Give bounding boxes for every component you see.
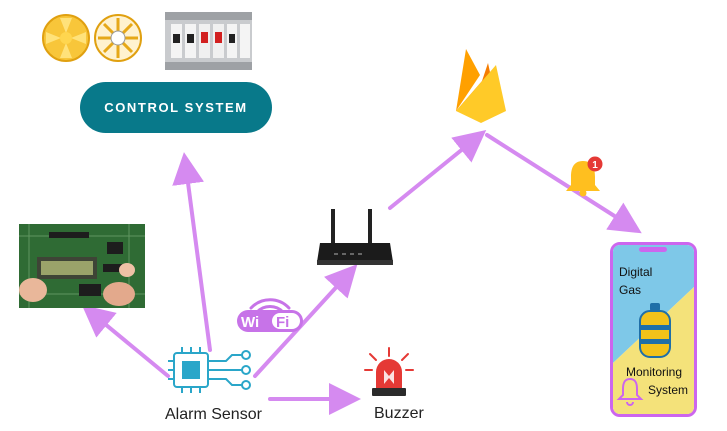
phone-device: Digital Gas Monitoring System xyxy=(610,242,697,417)
gas-cylinder-icon xyxy=(639,303,671,358)
control-system-label: CONTROL SYSTEM xyxy=(104,100,248,115)
bell-icon: 1 xyxy=(566,156,603,197)
circuit-board-icon xyxy=(19,224,145,308)
wifi-icon: Wi Fi xyxy=(237,298,303,332)
firebase-icon xyxy=(456,49,506,123)
arrow-sensor-to-board xyxy=(81,304,170,378)
fan-icon xyxy=(42,14,142,62)
circuit-breaker-icon xyxy=(165,12,252,70)
arrow-router-to-firebase xyxy=(388,129,487,210)
phone-screen xyxy=(613,245,694,414)
control-system-box: CONTROL SYSTEM xyxy=(80,82,272,133)
arrow-sensor-to-router xyxy=(253,264,358,378)
siren-icon xyxy=(364,347,414,396)
bell-outline-icon xyxy=(616,377,644,406)
phone-title-line1: Digital xyxy=(619,265,653,279)
router-icon xyxy=(317,209,393,265)
arrow-firebase-to-phone xyxy=(485,133,642,234)
notification-count: 1 xyxy=(592,160,598,171)
chip-icon xyxy=(168,347,251,393)
alarm-sensor-label: Alarm Sensor xyxy=(165,406,262,423)
buzzer-label: Buzzer xyxy=(374,405,424,422)
phone-title-line4: System xyxy=(648,383,689,397)
notification-badge xyxy=(587,156,603,172)
wifi-text: Wi xyxy=(241,314,259,331)
arrow-sensor-to-control xyxy=(172,152,212,352)
phone-title-line2: Gas xyxy=(619,283,642,297)
phone-title-line3: Monitoring xyxy=(626,365,683,379)
wifi-text-fi: Fi xyxy=(276,314,289,331)
